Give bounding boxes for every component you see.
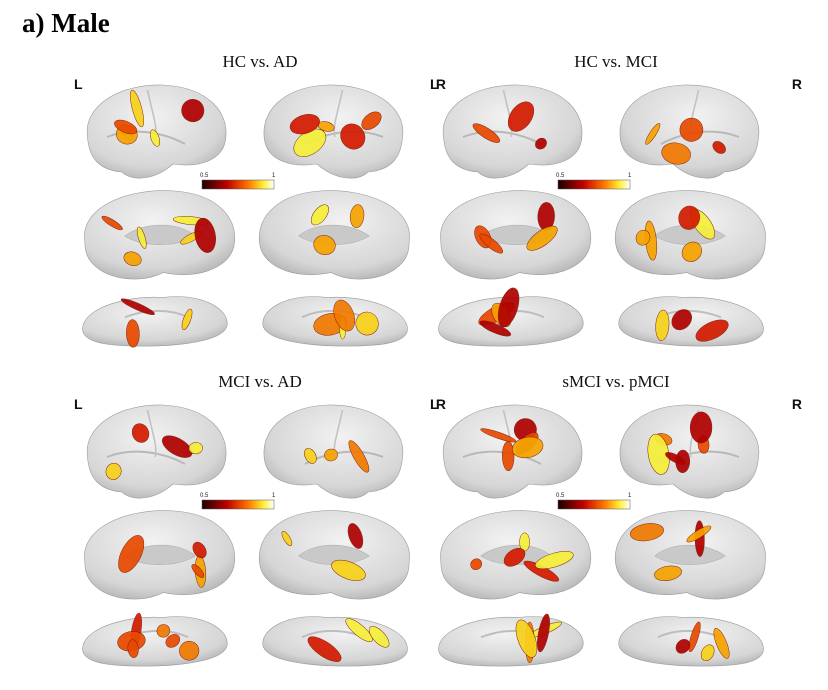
panel-title: MCI vs. AD — [218, 372, 302, 391]
brain-surface-maps: 0.5 1 — [438, 404, 766, 667]
colorbar: 0.5 1 — [200, 173, 276, 190]
left-hemisphere-label: L — [74, 76, 83, 92]
brain-panel: 0.5 1 MCI vs. AD L R — [74, 372, 446, 690]
svg-text:1: 1 — [628, 493, 632, 499]
colorbar: 0.5 1 — [200, 493, 276, 510]
svg-text:0.5: 0.5 — [200, 173, 209, 179]
left-hemisphere-label: L — [430, 76, 439, 92]
svg-text:1: 1 — [628, 173, 632, 179]
left-hemisphere-label: L — [430, 396, 439, 412]
svg-text:1: 1 — [272, 173, 276, 179]
right-hemisphere-label: R — [435, 76, 446, 92]
figure-title: a) Male — [22, 8, 110, 38]
brain-panel: 0.5 1 HC vs. MCI L R — [430, 52, 802, 370]
right-hemisphere-label: R — [435, 396, 446, 412]
panel-title: HC vs. AD — [222, 52, 298, 71]
brain-panel: 0.5 1 HC vs. AD L R — [74, 52, 446, 370]
panel-title: sMCI vs. pMCI — [562, 372, 670, 391]
svg-text:1: 1 — [272, 493, 276, 499]
brain-surface-maps: 0.5 1 — [438, 84, 766, 347]
brain-surface-maps: 0.5 1 — [82, 404, 410, 667]
brain-surface-maps: 0.5 1 — [82, 84, 410, 348]
colorbar: 0.5 1 — [556, 173, 632, 190]
svg-text:0.5: 0.5 — [200, 493, 209, 499]
left-hemisphere-label: L — [74, 396, 83, 412]
right-hemisphere-label: R — [791, 396, 802, 412]
svg-text:0.5: 0.5 — [556, 493, 565, 499]
colorbar: 0.5 1 — [556, 493, 632, 510]
right-hemisphere-label: R — [791, 76, 802, 92]
brain-panel: 0.5 1 sMCI vs. pMCI L R — [430, 372, 802, 690]
panel-title: HC vs. MCI — [574, 52, 658, 71]
svg-text:0.5: 0.5 — [556, 173, 565, 179]
